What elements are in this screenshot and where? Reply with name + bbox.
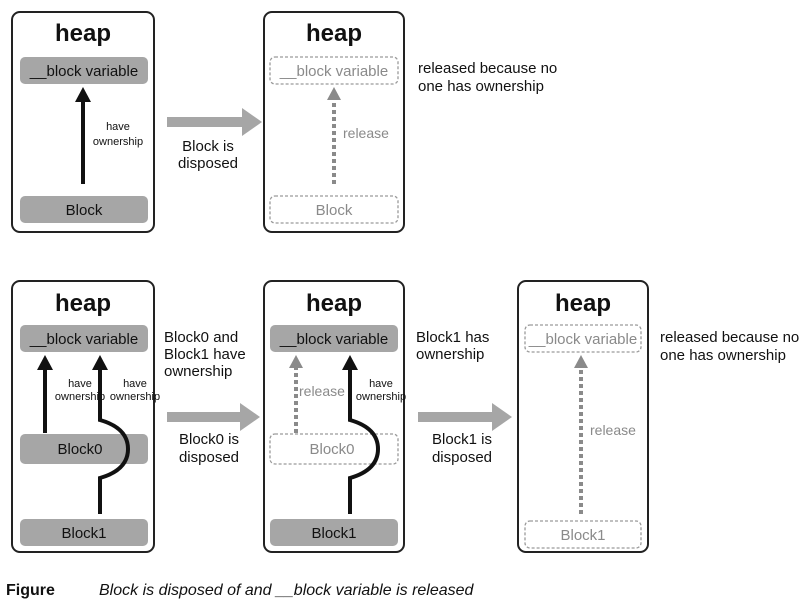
ownership-note-line1: Block0 and	[164, 329, 238, 346]
block1-ownership-arrow	[98, 368, 131, 514]
block1-ownership-label-line2: ownership	[356, 391, 406, 403]
released-note-line1: released because no	[418, 60, 557, 77]
ownership-label-line1: have	[106, 121, 130, 133]
block-variable-chip	[20, 57, 148, 84]
block-variable-chip	[20, 325, 148, 352]
heap-title: heap	[55, 20, 111, 47]
block0-release-arrowhead	[289, 355, 303, 368]
block1-ownership-label-line1: have	[123, 378, 147, 390]
release-arrowhead	[574, 355, 588, 368]
ownership-arrowhead	[75, 87, 91, 102]
transition-label-line1: Block is	[182, 138, 234, 155]
block-variable-chip-faded	[269, 56, 399, 85]
transition-arrow-head	[242, 108, 262, 136]
block-chip-faded	[269, 195, 399, 224]
panel-bottom-left: heap __block variable have ownership Blo…	[11, 280, 160, 553]
block1-label: Block1	[560, 527, 605, 544]
block1-label: Block1	[311, 525, 356, 542]
block1-ownership-label-line2: ownership	[110, 391, 160, 403]
block0-chip-faded	[269, 433, 399, 465]
ownership-label-line2: ownership	[93, 136, 143, 148]
heap-box	[263, 280, 405, 553]
ownership-note-line2: Block1 have	[164, 346, 246, 363]
release-label: release	[590, 422, 636, 438]
block-variable-chip	[270, 325, 398, 352]
block1-ownership-arrowhead	[342, 355, 358, 370]
block0-label: Block0	[309, 441, 354, 458]
panel-top-left: heap __block variable have ownership Blo…	[11, 11, 155, 233]
transition-arrow-shaft	[418, 412, 494, 422]
transition-label-line2: disposed	[178, 155, 238, 172]
caption-text: Block is disposed of and __block variabl…	[99, 582, 475, 599]
transition-top: Block is disposed	[167, 108, 262, 172]
block-variable-label: __block variable	[279, 331, 388, 348]
heap-title: heap	[306, 20, 362, 47]
panel-top-right: heap __block variable release Block	[263, 11, 405, 233]
block1-chip	[270, 519, 398, 546]
block-variable-label: __block variable	[29, 331, 138, 348]
block-variable-label: __block variable	[279, 63, 388, 80]
block1-ownership-label-line1: have	[369, 378, 393, 390]
block1-ownership-arrow	[348, 368, 381, 514]
ownership-note-line2: ownership	[416, 346, 484, 363]
block-label: Block	[316, 202, 353, 219]
transition-arrow-head	[492, 403, 512, 431]
block0-chip	[20, 434, 148, 464]
block0-label: Block0	[57, 441, 102, 458]
release-label: release	[299, 383, 345, 399]
block-chip	[20, 196, 148, 223]
release-arrowhead	[327, 87, 341, 100]
transition-bottom-first: Block0 and Block1 have ownership Block0 …	[164, 329, 260, 466]
block0-ownership-arrowhead	[37, 355, 53, 370]
ownership-note-line1: Block1 has	[416, 329, 489, 346]
released-note-line1: released because no	[660, 329, 799, 346]
released-note-line2: one has ownership	[418, 78, 544, 95]
panel-bottom-middle: heap __block variable release Block0 hav…	[263, 280, 406, 553]
heap-title: heap	[555, 290, 611, 317]
block0-ownership-label-line1: have	[68, 378, 92, 390]
transition-arrow-shaft	[167, 117, 244, 127]
block1-chip-faded	[524, 520, 642, 549]
block-variable-label: __block variable	[29, 63, 138, 80]
transition-arrow-shaft	[167, 412, 242, 422]
transition-label-line1: Block1 is	[432, 431, 492, 448]
released-note-line2: one has ownership	[660, 347, 786, 364]
block-variable-label: __block variable	[528, 331, 637, 348]
block-label: Block	[66, 202, 103, 219]
block1-ownership-arrowhead	[92, 355, 108, 370]
block1-chip	[20, 519, 148, 546]
heap-title: heap	[306, 290, 362, 317]
transition-label-line1: Block0 is	[179, 431, 239, 448]
transition-bottom-second: Block1 has ownership Block1 is disposed	[416, 329, 512, 466]
panel-bottom-right: heap __block variable release Block1	[517, 280, 649, 553]
release-label: release	[343, 125, 389, 141]
block0-ownership-label-line2: ownership	[55, 391, 105, 403]
heap-box	[11, 280, 155, 553]
block1-label: Block1	[61, 525, 106, 542]
heap-title: heap	[55, 290, 111, 317]
ownership-note-line3: ownership	[164, 363, 232, 380]
transition-arrow-head	[240, 403, 260, 431]
caption-label: Figure	[6, 582, 55, 599]
transition-label-line2: disposed	[432, 449, 492, 466]
block-variable-chip-faded	[524, 324, 642, 353]
transition-label-line2: disposed	[179, 449, 239, 466]
